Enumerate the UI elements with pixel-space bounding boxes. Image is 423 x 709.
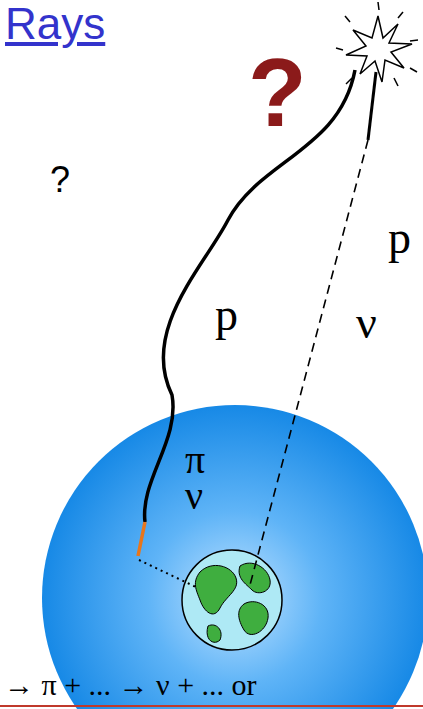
source-question-mark: ? (248, 45, 307, 141)
particle-symbol: ν (356, 300, 377, 346)
slide-title: Rays (5, 2, 105, 46)
decay-chain: → π + ... → ν + ... or (4, 670, 257, 700)
question-mark: ? (50, 162, 70, 198)
particle-symbol: p (388, 215, 411, 261)
particle-symbol: p (215, 292, 238, 338)
neutrino-path (250, 140, 368, 585)
earth (182, 550, 282, 650)
slide-rule (0, 705, 423, 707)
pion-segment (138, 522, 145, 556)
source-star (336, 2, 418, 86)
neutrino-dotted-path (139, 560, 198, 588)
atmosphere (42, 405, 423, 709)
continents (195, 563, 270, 642)
particle-symbol: π (185, 440, 205, 480)
proton-path (368, 72, 376, 140)
particle-symbol: ν (185, 476, 203, 516)
